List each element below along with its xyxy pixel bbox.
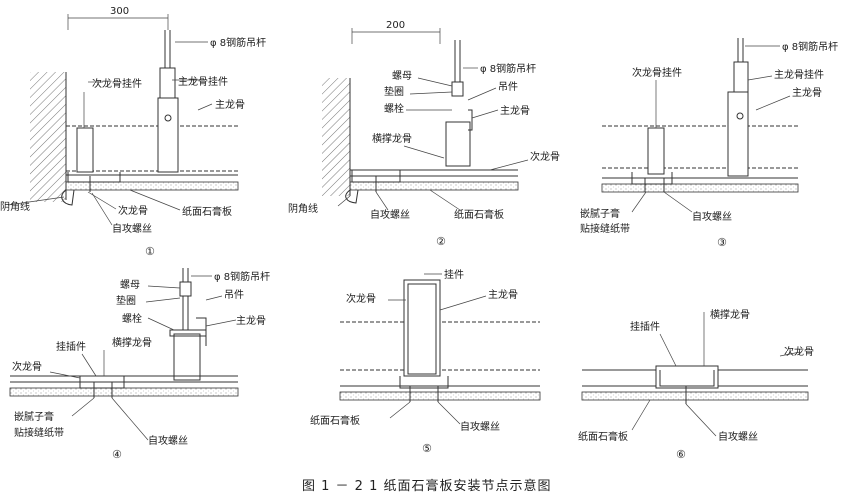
detail-1: 300 φ 8钢筋吊杆 次龙骨挂件 主龙骨挂件	[0, 6, 266, 258]
label-sec-joist-5: 次龙骨	[346, 292, 376, 305]
detail-number-6: ⑥	[676, 448, 686, 461]
detail-number-4: ④	[112, 448, 122, 461]
label-hook-5: 挂件	[444, 268, 464, 281]
label-bolt-2: 螺栓	[384, 102, 404, 115]
board-3	[601, 183, 799, 193]
board-2	[349, 181, 519, 191]
board-1	[65, 181, 239, 191]
label-washer-4: 垫圈	[116, 294, 136, 307]
label-nut-2: 螺母	[392, 70, 412, 82]
label-cross-joist-6: 横撑龙骨	[710, 308, 750, 321]
secondary-hanger-3	[647, 127, 665, 175]
board-4	[9, 387, 239, 397]
label-putty-4b: 贴接缝纸带	[14, 426, 64, 439]
detail-2: 200 φ 8钢筋吊杆 螺母 垫圈 螺栓 吊件 主龙骨	[288, 20, 560, 248]
hanger-4	[173, 333, 201, 381]
label-sec-hanger-clip-3: 次龙骨挂件	[632, 66, 682, 79]
label-hanger-4: 吊件	[224, 289, 244, 301]
label-putty-3a: 嵌腻子膏	[580, 207, 620, 220]
wall-hatch-1	[30, 72, 66, 202]
label-sec-hanger-clip-1: 次龙骨挂件	[92, 77, 142, 90]
detail-3: φ 8钢筋吊杆 次龙骨挂件 主龙骨挂件 主龙骨 嵌腻子膏 贴接缝纸带 自攻螺丝 …	[580, 38, 838, 249]
dim-300-label: 300	[110, 6, 129, 17]
label-main-joist-4: 主龙骨	[236, 314, 266, 327]
label-sec-joist-1: 次龙骨	[118, 204, 148, 217]
label-board-1: 纸面石膏板	[182, 205, 232, 218]
label-board-2: 纸面石膏板	[454, 208, 504, 221]
label-insert-clip-6: 挂插件	[630, 320, 660, 333]
label-screw-5: 自攻螺丝	[460, 420, 500, 433]
label-corner-line-2: 阴角线	[288, 202, 318, 215]
secondary-hanger-1	[76, 127, 94, 173]
label-putty-3b: 贴接缝纸带	[580, 222, 630, 235]
board-6	[581, 391, 809, 401]
label-rod-3: φ 8钢筋吊杆	[782, 40, 838, 53]
detail-4: φ 8钢筋吊杆 螺母 垫圈 螺栓 吊件 主龙骨 挂插件 横撑龙骨 次龙骨 嵌腻子…	[9, 268, 270, 461]
detail-5: 挂件 次龙骨 主龙骨 纸面石膏板 自攻螺丝 ⑤	[310, 268, 541, 455]
insert-clip-6	[655, 365, 719, 389]
label-washer-2: 垫圈	[384, 85, 404, 98]
label-sec-joist-6: 次龙骨	[784, 345, 814, 358]
detail-6: 挂插件 横撑龙骨 次龙骨 纸面石膏板 自攻螺丝 ⑥	[578, 308, 814, 461]
detail-number-3: ③	[717, 236, 727, 249]
main-hanger-1	[157, 97, 179, 173]
board-5	[339, 391, 541, 401]
label-board-5: 纸面石膏板	[310, 414, 360, 427]
label-main-hanger-clip-3: 主龙骨挂件	[774, 68, 824, 81]
label-rod-1: φ 8钢筋吊杆	[210, 36, 266, 49]
label-corner-line-1: 阴角线	[0, 200, 30, 213]
main-hanger-3	[727, 91, 749, 177]
label-hanger-2: 吊件	[498, 81, 518, 93]
label-sec-joist-4: 次龙骨	[12, 360, 42, 373]
label-screw-1: 自攻螺丝	[112, 222, 152, 235]
label-board-6: 纸面石膏板	[578, 430, 628, 443]
label-screw-6: 自攻螺丝	[718, 430, 758, 443]
label-main-joist-3: 主龙骨	[792, 86, 822, 99]
label-main-joist-5: 主龙骨	[488, 288, 518, 301]
label-sec-joist-2: 次龙骨	[530, 150, 560, 163]
detail-number-2: ②	[436, 235, 446, 248]
label-rod-4: φ 8钢筋吊杆	[214, 270, 270, 283]
label-screw-4: 自攻螺丝	[148, 434, 188, 447]
label-putty-4a: 嵌腻子膏	[14, 410, 54, 423]
label-cross-joist-4: 横撑龙骨	[112, 336, 152, 349]
hanger-2	[445, 121, 471, 167]
label-bolt-4: 螺栓	[122, 312, 142, 325]
label-nut-4: 螺母	[120, 279, 140, 291]
detail-number-1: ①	[145, 245, 155, 258]
figure-caption: 图 1 － 2 1 纸面石膏板安装节点示意图	[302, 478, 551, 494]
label-screw-3: 自攻螺丝	[692, 210, 732, 223]
label-rod-2: φ 8钢筋吊杆	[480, 62, 536, 75]
label-main-joist-1: 主龙骨	[215, 98, 245, 111]
label-main-hanger-clip-1: 主龙骨挂件	[178, 75, 228, 88]
dim-200-label: 200	[386, 20, 405, 31]
label-screw-2: 自攻螺丝	[370, 208, 410, 221]
label-insert-clip-4: 挂插件	[56, 340, 86, 353]
label-cross-joist-2: 横撑龙骨	[372, 132, 412, 145]
detail-number-5: ⑤	[422, 442, 432, 455]
wall-hatch-2	[322, 78, 350, 196]
label-main-joist-2: 主龙骨	[500, 104, 530, 117]
